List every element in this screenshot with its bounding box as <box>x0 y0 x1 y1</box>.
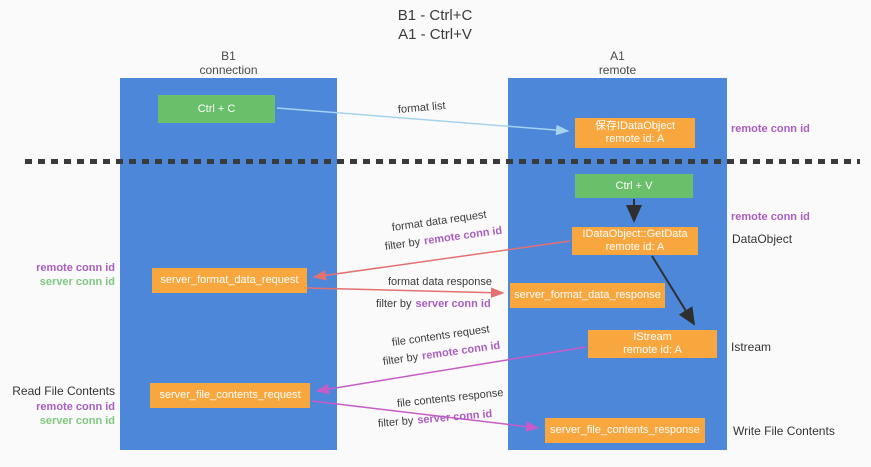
write-file-contents-annotation: Write File Contents <box>733 424 835 438</box>
istream-line2: remote id: A <box>623 344 682 356</box>
file-contents-response-label: file contents response <box>396 386 505 410</box>
file-request-label: server_file_contents_request <box>159 389 301 401</box>
format-data-response-label: format data response <box>388 276 492 288</box>
ctrl-v-label: Ctrl + V <box>615 179 653 192</box>
server-conn-id-annotation-left-1: server conn id <box>39 276 115 288</box>
server-format-data-response-box: server_format_data_response <box>510 283 665 308</box>
a1-role: remote <box>598 63 637 77</box>
filter-by-text: filter by <box>382 351 419 368</box>
file-response-label: server_file_contents_response <box>550 424 700 436</box>
server-file-contents-response-box: server_file_contents_response <box>545 418 705 443</box>
getdata-line2: remote id: A <box>605 241 665 253</box>
remote-conn-id-annotation-left-1: remote conn id <box>36 262 115 274</box>
ctrl-c-label: Ctrl + C <box>197 102 236 115</box>
remote-conn-id-annotation-top: remote conn id <box>731 123 810 135</box>
server-conn-id-text: server conn id <box>416 408 493 427</box>
remote-conn-id-text: remote conn id <box>423 224 503 248</box>
server-format-data-request-box: server_format_data_request <box>152 268 307 293</box>
b1-name: B1 <box>221 49 236 63</box>
server-file-contents-request-box: server_file_contents_request <box>150 383 310 408</box>
a1-name: A1 <box>610 49 625 63</box>
filter-by-text: filter by <box>377 414 414 430</box>
remote-conn-id-annotation-mid: remote conn id <box>731 211 810 223</box>
ctrl-v-box: Ctrl + V <box>575 174 693 198</box>
column-header-a1: A1 remote <box>508 49 727 77</box>
format-list-label: format list <box>397 99 447 116</box>
server-conn-id-annotation-left-2: server conn id <box>39 415 115 427</box>
save-idataobject-box: 保存IDataObject remote id: A <box>575 118 695 148</box>
save-idataobject-line1: 保存IDataObject <box>594 120 676 132</box>
idataobject-getdata-box: IDataObject::GetData remote id: A <box>572 227 698 255</box>
remote-conn-id-annotation-left-2: remote conn id <box>36 401 115 413</box>
title-line-2: A1 - Ctrl+V <box>398 26 472 43</box>
format-response-label: server_format_data_response <box>514 289 661 301</box>
title-line-1: B1 - Ctrl+C <box>397 7 473 24</box>
server-conn-id-text: server conn id <box>415 298 491 310</box>
save-idataobject-line2: remote id: A <box>605 133 665 145</box>
read-file-contents-annotation: Read File Contents <box>12 384 115 398</box>
istream-box: IStream remote id: A <box>588 330 717 358</box>
ctrl-c-box: Ctrl + C <box>158 95 275 123</box>
filter-by-text: filter by <box>376 298 412 310</box>
dashed-divider-line <box>25 159 860 164</box>
column-header-b1: B1 connection <box>120 49 337 77</box>
b1-role: connection <box>199 63 258 77</box>
diagram-title: B1 - Ctrl+C A1 - Ctrl+V <box>340 6 530 44</box>
dataobject-annotation: DataObject <box>732 232 793 246</box>
istream-line1: IStream <box>633 331 672 343</box>
format-request-label: server_format_data_request <box>160 274 299 286</box>
getdata-line1: IDataObject::GetData <box>582 228 688 240</box>
filter-by-text: filter by <box>384 236 421 253</box>
istream-annotation: Istream <box>731 340 772 354</box>
